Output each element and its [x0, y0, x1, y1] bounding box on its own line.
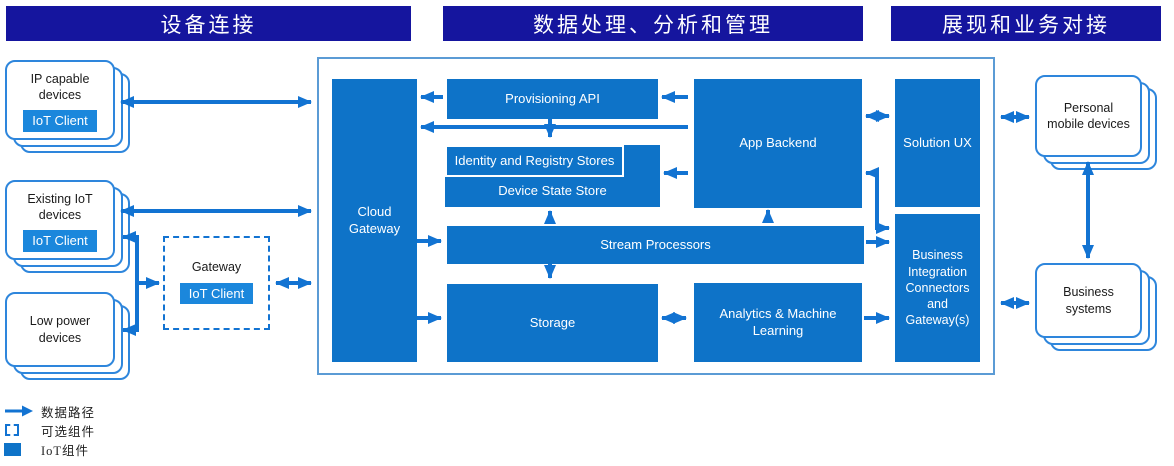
iot-client-badge: IoT Client [179, 283, 254, 304]
iot-client-badge: IoT Client [23, 229, 97, 253]
app-backend-block: App Backend [694, 79, 862, 208]
existing-iot-devices-card: Existing IoT devices IoT Client [5, 180, 130, 273]
cloud-services-container: Cloud Gateway Provisioning API Device St… [317, 57, 995, 375]
legend-data-path: 数据路径 [4, 403, 96, 420]
cloud-gateway-block: Cloud Gateway [332, 79, 417, 362]
personal-mobile-devices-card: Personal mobile devices [1035, 75, 1157, 170]
business-systems-label: Business systems [1063, 285, 1114, 316]
device-state-store-label: Device State Store [498, 183, 607, 199]
solution-ux-block: Solution UX [895, 79, 980, 207]
device-state-store-block: Device State Store Identity and Registry… [445, 145, 660, 207]
data-path-arrow-icon [4, 404, 34, 418]
gateway-optional-box: Gateway IoT Client [163, 236, 270, 330]
business-systems-card: Business systems [1035, 263, 1157, 351]
storage-block: Storage [447, 284, 658, 362]
legend: 数据路径 可选组件 IoT组件 [4, 403, 95, 460]
existing-iot-devices-label: Existing IoT devices [27, 192, 93, 223]
ip-capable-devices-card: IP capable devices IoT Client [5, 60, 130, 153]
optional-component-icon [4, 424, 34, 436]
legend-iot-component: IoT组件 [4, 441, 95, 458]
legend-data-path-label: 数据路径 [41, 405, 96, 420]
low-power-devices-label: Low power devices [29, 314, 91, 345]
business-integration-block: Business Integration Connectors and Gate… [895, 214, 980, 362]
analytics-machine-learning-block: Analytics & Machine Learning [694, 283, 862, 362]
legend-iot-component-label: IoT组件 [41, 443, 90, 458]
iot-component-icon [4, 442, 34, 456]
legend-optional-component-label: 可选组件 [41, 424, 96, 439]
provisioning-api-block: Provisioning API [447, 79, 658, 119]
legend-optional-component: 可选组件 [4, 422, 96, 439]
ip-capable-devices-label: IP capable devices [30, 72, 90, 103]
low-power-devices-card: Low power devices [5, 292, 130, 380]
identity-registry-stores-block: Identity and Registry Stores [445, 145, 624, 177]
header-presentation-business: 展现和业务对接 [891, 6, 1161, 41]
header-device-connection: 设备连接 [6, 6, 411, 41]
stream-processors-block: Stream Processors [447, 226, 864, 264]
iot-client-badge: IoT Client [23, 109, 97, 133]
header-data-processing: 数据处理、分析和管理 [443, 6, 863, 41]
personal-mobile-devices-label: Personal mobile devices [1047, 100, 1130, 131]
gateway-label: Gateway [191, 260, 242, 274]
